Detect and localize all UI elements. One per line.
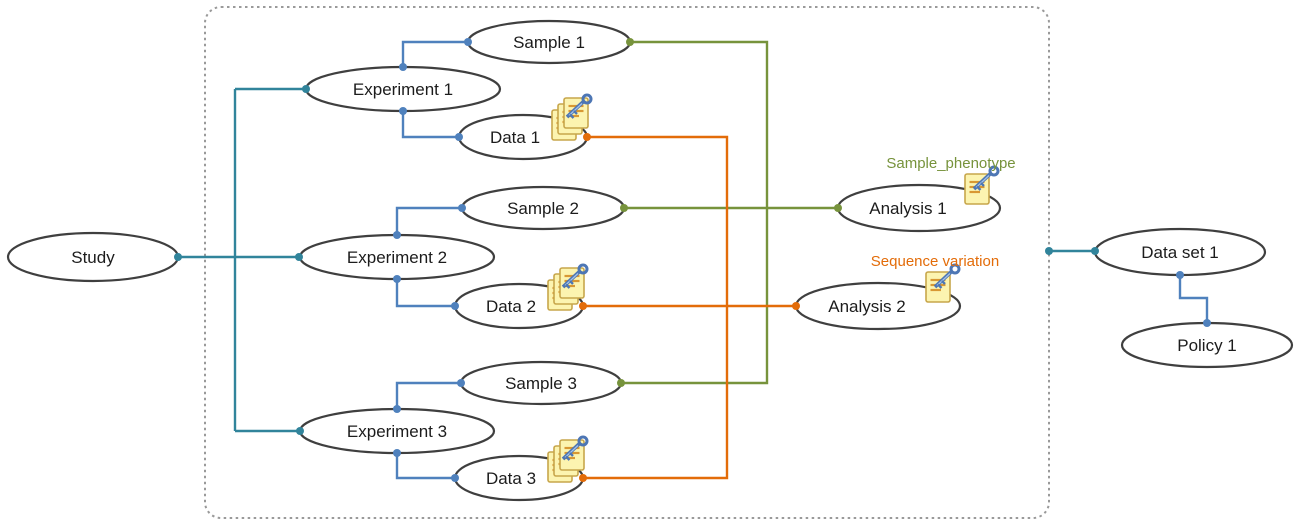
connector-dot <box>455 133 463 141</box>
edge-experiment1-data1 <box>401 111 459 139</box>
edge-group-data-analysis-links <box>583 135 796 480</box>
node-analysis1: Analysis 1 <box>836 183 1002 233</box>
edge-experiment2-data2 <box>395 279 455 308</box>
node-label: Experiment 1 <box>353 80 453 99</box>
connector-dot <box>1045 247 1053 255</box>
node-experiment1: Experiment 1 <box>304 65 502 113</box>
node-study: Study <box>6 231 180 283</box>
node-label: Sample 1 <box>513 33 585 52</box>
node-policy1: Policy 1 <box>1120 321 1294 369</box>
connector-dot <box>464 38 472 46</box>
analysis1-annotation: Sample_phenotype <box>886 155 1015 172</box>
node-label: Sample 2 <box>507 199 579 218</box>
node-dataset1: Data set 1 <box>1093 227 1267 277</box>
node-label: Data 2 <box>486 297 536 316</box>
connector-dot <box>174 253 182 261</box>
node-experiment2: Experiment 2 <box>298 233 496 281</box>
node-label: Experiment 3 <box>347 422 447 441</box>
node-label: Analysis 1 <box>869 199 946 218</box>
connector-dot <box>399 107 407 115</box>
edge-sample1-sample3-analysis1 <box>621 40 769 385</box>
node-label: Data set 1 <box>1141 243 1219 262</box>
node-label: Policy 1 <box>1177 336 1237 355</box>
connector-dot <box>617 379 625 387</box>
connector-dot <box>451 474 459 482</box>
node-sample3: Sample 3 <box>459 360 623 406</box>
connector-dot <box>393 405 401 413</box>
connector-dot <box>792 302 800 310</box>
connector-dots <box>174 38 1211 482</box>
submission-box-border <box>204 6 1050 519</box>
connector-dot <box>626 38 634 46</box>
connector-dot <box>834 204 842 212</box>
edge-group-sample-analysis-links <box>621 40 838 385</box>
edge-data1-data3-analysis2 <box>583 135 729 480</box>
edge-experiment3-sample3 <box>395 381 461 409</box>
connector-dot <box>393 275 401 283</box>
edge-group-experiment-links <box>395 40 1209 480</box>
connector-dot <box>399 63 407 71</box>
node-sample1: Sample 1 <box>466 19 632 65</box>
node-label: Experiment 2 <box>347 248 447 267</box>
edge-experiment2-sample2 <box>395 206 462 235</box>
connector-dot <box>302 85 310 93</box>
connector-dot <box>1203 319 1211 327</box>
node-label: Analysis 2 <box>828 297 905 316</box>
edge-group-study-links <box>178 87 1095 433</box>
node-analysis2: Analysis 2 <box>794 281 962 331</box>
connector-dot <box>620 204 628 212</box>
connector-dot <box>579 302 587 310</box>
connector-dot <box>579 474 587 482</box>
node-label: Sample 3 <box>505 374 577 393</box>
edge-dataset1-policy1 <box>1178 275 1209 323</box>
connector-dot <box>393 449 401 457</box>
edge-experiment3-data3 <box>395 453 455 480</box>
connector-dot <box>393 231 401 239</box>
analysis2-annotation: Sequence variation <box>871 253 999 270</box>
node-sample2: Sample 2 <box>460 185 626 231</box>
node-label: Data 1 <box>490 128 540 147</box>
connector-dot <box>1091 247 1099 255</box>
node-experiment3: Experiment 3 <box>298 407 496 455</box>
connector-dot <box>296 427 304 435</box>
connector-dot <box>1176 271 1184 279</box>
edge-experiment1-sample1 <box>401 40 468 67</box>
node-label: Data 3 <box>486 469 536 488</box>
connector-dot <box>457 379 465 387</box>
node-label: Study <box>71 248 115 267</box>
connector-dot <box>583 133 591 141</box>
connector-dot <box>458 204 466 212</box>
connector-dot <box>295 253 303 261</box>
connector-dot <box>451 302 459 310</box>
